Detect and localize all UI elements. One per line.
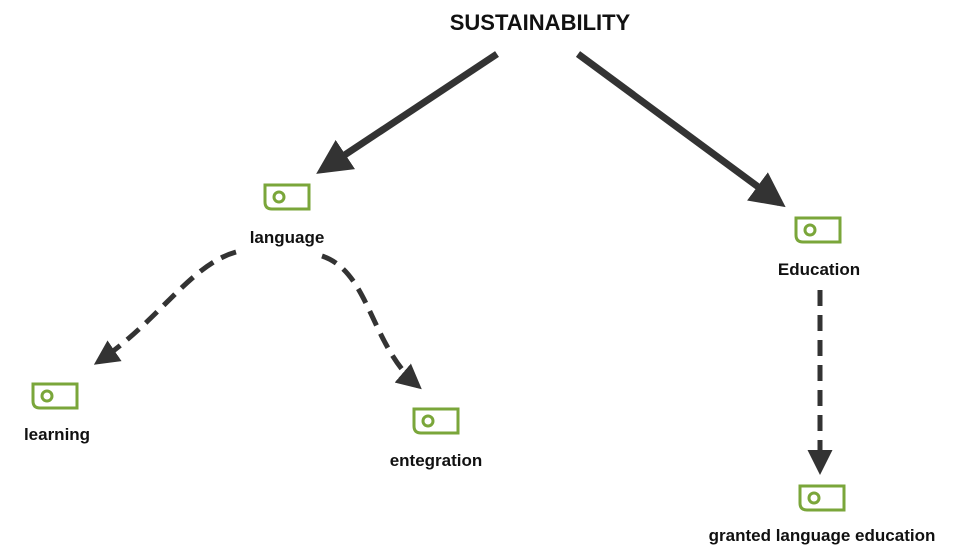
node-label: entegration [389, 451, 483, 470]
code-tag-icon [263, 183, 311, 211]
edge-language-entegration [321, 253, 422, 390]
edge-sustainability-education [575, 51, 786, 208]
node-label: Education [777, 260, 861, 279]
code-tag-icon [798, 484, 846, 512]
code-tag-icon [412, 407, 460, 435]
node-label: language [249, 228, 325, 247]
edge-language-learning [93, 249, 237, 365]
node-label: granted language education [708, 526, 936, 545]
node-label: learning [23, 425, 91, 444]
edge-sustainability-language [316, 51, 499, 174]
code-tag-icon [31, 382, 79, 410]
root-node-title: SUSTAINABILITY [449, 10, 631, 35]
code-tag-icon [794, 216, 842, 244]
